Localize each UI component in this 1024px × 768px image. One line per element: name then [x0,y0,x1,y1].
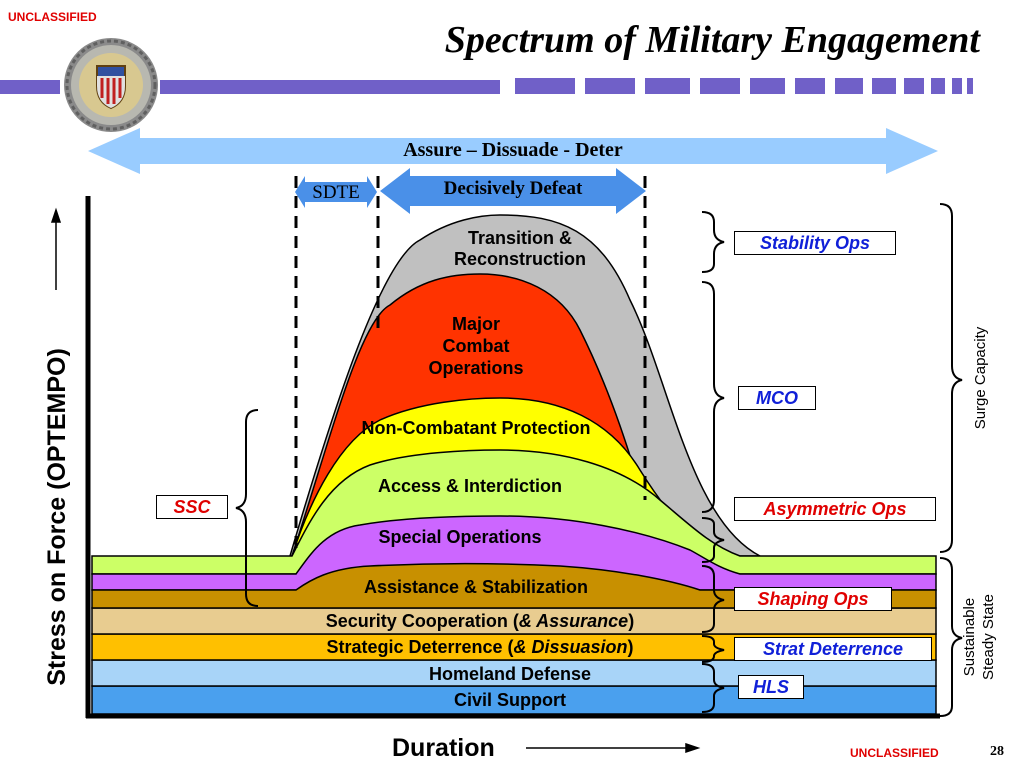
dashed-phase-lines [294,176,647,556]
surge-capacity-label: Surge Capacity [972,326,989,430]
surge-brace [939,203,963,553]
assure-arrow-label: Assure – Dissuade - Deter [403,139,623,161]
header-bar-main [160,80,500,94]
mco-brace [701,281,725,513]
label-mco-layer: Major Combat Operations [376,313,576,379]
strat-deterrence-box: Strat Deterrence [734,637,932,661]
classification-bottom: UNCLASSIFIED [850,746,939,760]
stability-brace [701,211,725,273]
sustainable-steady-state-label: Sustainable Steady State [960,577,1000,697]
label-security-em: & Assurance [518,611,629,631]
label-transition-line1: Transition & [467,228,572,248]
shaping-brace [701,565,725,633]
header-bar-left [0,80,60,94]
label-security-post: ) [628,611,635,631]
hls-box: HLS [738,675,804,699]
label-strategic-deterrence: Strategic Deterrence (& Dissuasion) [250,637,710,658]
band-assistance-stabilization [91,563,937,609]
asymmetric-ops-box: Asymmetric Ops [734,497,936,521]
label-non-combatant: Non-Combatant Protection [361,418,591,438]
sdte-label: SDTE [312,182,360,203]
label-strategic-em: & Dissuasion [513,637,628,657]
ssc-box: SSC [156,495,228,519]
decisively-defeat-arrow [380,168,646,214]
sustainable-brace [939,557,963,717]
label-transition: Transition & Reconstruction [420,228,620,270]
label-homeland-defense: Homeland Defense [428,664,592,684]
band-access-interdiction [91,449,937,575]
label-special-operations: Special Operations [378,527,542,547]
band-security-cooperation [91,607,937,635]
slide-title: Spectrum of Military Engagement [444,19,980,61]
x-axis-arrow [526,742,701,754]
shaping-ops-box: Shaping Ops [734,587,892,611]
header-bar-segments [515,78,973,94]
header-bar [0,78,973,94]
sustainable-line1: Sustainable [961,597,978,677]
label-mco-line3: Operations [428,358,524,378]
sdte-arrow [295,176,377,208]
label-transition-line2: Reconstruction [453,249,586,269]
label-access-interdiction: Access & Interdiction [377,476,563,496]
assure-arrow [88,128,938,174]
strat-deterrence-brace [701,635,725,663]
y-axis-label: Stress on Force (OPTEMPO) [43,348,71,686]
label-mco-line2: Combat [442,336,510,356]
y-axis-arrow [50,207,62,290]
x-axis-label: Duration [392,734,495,762]
asymmetric-brace [701,517,725,563]
sustainable-line2: Steady State [980,594,997,680]
jcs-seal-logo [64,38,158,132]
mco-box: MCO [738,386,816,410]
label-security-cooperation: Security Cooperation (& Assurance) [250,611,710,632]
page-number: 28 [990,744,1004,759]
label-strategic-post: ) [627,637,634,657]
label-security-pre: Security Cooperation ( [325,611,519,631]
label-civil-support: Civil Support [454,690,566,710]
classification-top: UNCLASSIFIED [8,10,97,24]
label-strategic-pre: Strategic Deterrence ( [326,637,514,657]
stability-ops-box: Stability Ops [734,231,896,255]
decisively-defeat-label: Decisively Defeat [443,178,583,199]
label-mco-line1: Major [451,314,500,334]
ssc-brace [235,409,259,607]
label-assistance-stabilization: Assistance & Stabilization [363,577,589,597]
hls-brace [701,663,725,713]
